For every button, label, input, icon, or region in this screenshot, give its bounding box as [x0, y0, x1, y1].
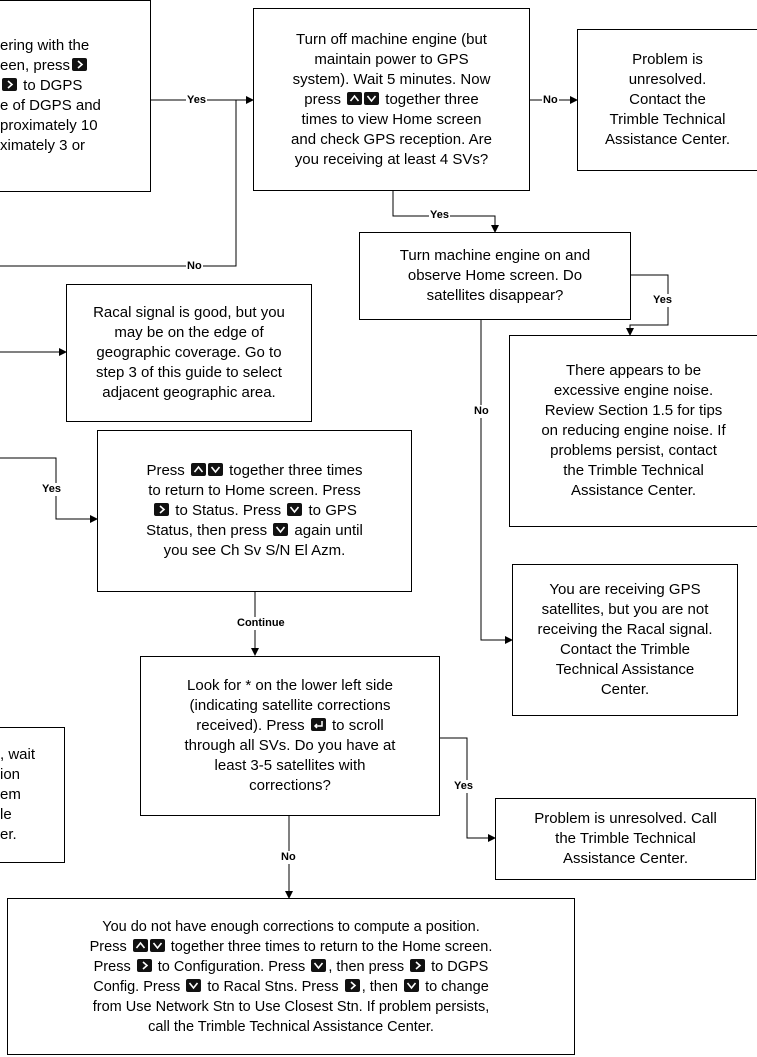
engine-noise-box: There appears to be excessive engine noi… — [509, 335, 757, 527]
receiving-gps-box: You are receiving GPS satellites, but yo… — [512, 564, 738, 716]
down-arrow-key-icon — [207, 463, 223, 476]
label-yes-1: Yes — [186, 94, 207, 107]
connector-yes-3 — [626, 274, 669, 336]
label-continue: Continue — [236, 617, 286, 630]
label-no-2: No — [186, 260, 203, 273]
racal-signal-good-box: Racal signal is good, but you may be on … — [66, 284, 312, 422]
partial-box-top-left: ering with the een, press to DGPS e of D… — [0, 0, 151, 192]
right-arrow-key-icon — [72, 58, 88, 71]
unresolved-top-box: Problem is unresolved. Contact the Trimb… — [577, 29, 757, 171]
unresolved-bottom-box: Problem is unresolved. Call the Trimble … — [495, 798, 756, 880]
press-status-box: Press together three times to return to … — [97, 430, 412, 592]
label-no-3: No — [473, 405, 490, 418]
label-yes-4: Yes — [41, 483, 62, 496]
down-arrow-key-icon — [273, 523, 289, 536]
connector-no-2 — [0, 100, 237, 267]
label-no-4: No — [280, 851, 297, 864]
down-arrow-key-icon — [311, 958, 327, 972]
label-yes-3: Yes — [652, 294, 673, 307]
look-for-corrections-box: Look for * on the lower left side (indic… — [140, 656, 440, 816]
turn-on-engine-box: Turn machine engine on and observe Home … — [359, 232, 631, 320]
down-arrow-key-icon — [149, 938, 165, 952]
right-arrow-key-icon — [410, 958, 426, 972]
partial-box-bottom-left: , wait ion em le er. — [0, 727, 65, 863]
label-yes-5: Yes — [453, 780, 474, 793]
label-yes-2: Yes — [429, 209, 450, 222]
down-arrow-key-icon — [287, 503, 303, 516]
down-arrow-key-icon — [364, 91, 380, 105]
not-enough-corrections-box: You do not have enough corrections to co… — [7, 898, 575, 1055]
right-arrow-key-icon — [136, 958, 152, 972]
right-arrow-key-icon — [154, 503, 170, 516]
up-arrow-key-icon — [190, 463, 206, 476]
up-arrow-key-icon — [347, 91, 363, 105]
down-arrow-key-icon — [186, 978, 202, 992]
connector-no-3 — [480, 320, 513, 644]
label-no-1: No — [542, 94, 559, 107]
right-arrow-key-icon — [344, 978, 360, 992]
right-arrow-key-icon — [2, 78, 17, 91]
turn-off-engine-box: Turn off machine engine (but maintain po… — [253, 8, 530, 191]
down-arrow-key-icon — [404, 978, 420, 992]
up-arrow-key-icon — [132, 938, 148, 952]
enter-key-icon — [310, 718, 326, 731]
